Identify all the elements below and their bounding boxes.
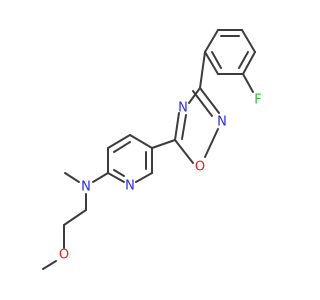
bond bbox=[63, 209, 87, 226]
bond bbox=[181, 114, 187, 140]
bond bbox=[199, 51, 206, 89]
bond bbox=[113, 141, 131, 153]
fluorine-atom-label: F bbox=[254, 93, 261, 108]
bond bbox=[174, 112, 180, 141]
bond bbox=[107, 134, 131, 149]
bond bbox=[42, 260, 57, 270]
bond bbox=[204, 51, 219, 75]
oxadiazole-o1-label: O bbox=[195, 160, 205, 175]
bond bbox=[242, 51, 256, 75]
molecule-canvas: F N N O N N O bbox=[42, 29, 262, 270]
oxadiazole-n4-label: N bbox=[178, 101, 188, 116]
bond bbox=[188, 87, 201, 104]
bond bbox=[129, 134, 153, 149]
bond bbox=[242, 73, 254, 93]
bond bbox=[92, 172, 109, 183]
bond bbox=[204, 128, 219, 158]
bond bbox=[64, 172, 80, 183]
bond bbox=[238, 51, 249, 69]
bond bbox=[151, 139, 176, 149]
amine-n-label: N bbox=[81, 180, 91, 195]
bond bbox=[107, 172, 125, 183]
structure-diagram: F N N O N N O bbox=[42, 29, 262, 270]
bond bbox=[135, 172, 153, 183]
bond bbox=[241, 29, 256, 53]
atom-labels: F N N O N N O bbox=[59, 93, 262, 263]
bond bbox=[199, 87, 220, 114]
bond bbox=[211, 51, 222, 69]
ether-o-label: O bbox=[59, 248, 69, 263]
bond bbox=[204, 29, 219, 53]
bond bbox=[192, 90, 213, 117]
pyridine-n-label: N bbox=[125, 179, 135, 194]
bond bbox=[113, 169, 125, 177]
bonds bbox=[42, 29, 256, 270]
bond bbox=[174, 139, 194, 164]
oxadiazole-n2-label: N bbox=[217, 115, 227, 130]
